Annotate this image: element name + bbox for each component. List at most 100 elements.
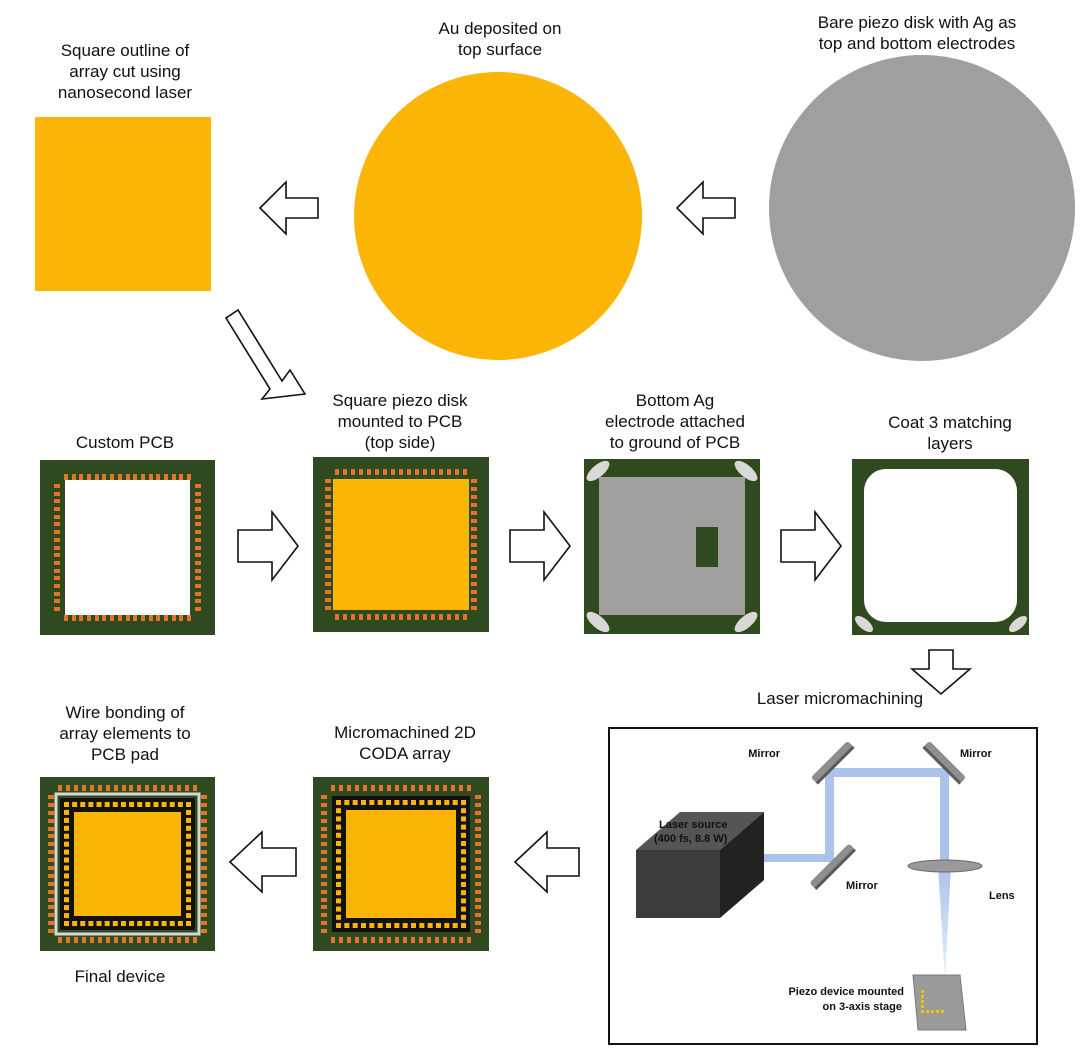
array-element <box>352 800 358 805</box>
pcb-pad <box>54 591 60 596</box>
pcb-pad <box>161 785 166 791</box>
pcb-pad <box>117 615 122 621</box>
pcb-pad <box>467 937 471 943</box>
array-element <box>336 832 341 838</box>
pcb-pad <box>431 469 435 475</box>
ground-contact-oval <box>734 611 758 633</box>
caption-laser-micromachining: Laser micromachining <box>756 689 924 708</box>
array-element <box>411 923 416 928</box>
pcb-pad <box>140 474 145 480</box>
ground-contact-oval <box>854 615 874 633</box>
pcb-pad <box>475 794 481 799</box>
pcb-pad <box>321 834 327 839</box>
pcb-pad <box>195 491 201 496</box>
pcb-pad <box>48 810 54 815</box>
array-element <box>169 921 175 926</box>
pcb-pad <box>201 881 207 886</box>
pcb-pad <box>54 522 60 527</box>
pcb-pad <box>201 913 207 918</box>
array-element <box>186 809 191 815</box>
laser-setup-panel: Mirror Mirror Mirror Lens Laser source (… <box>608 727 1038 1045</box>
hollow-arrow-icon <box>237 509 300 583</box>
pcb-pad <box>471 590 477 595</box>
pcb-pad <box>383 469 387 475</box>
array-element <box>186 841 191 847</box>
pcb-pad <box>459 937 463 943</box>
pcb-pad <box>201 850 207 855</box>
array-element <box>186 897 191 903</box>
pcb-pad <box>387 785 391 791</box>
pcb-pad <box>321 826 327 831</box>
hollow-arrow-icon <box>675 180 736 236</box>
mirror-label-top-left: Mirror <box>748 748 781 760</box>
array-element <box>145 802 151 807</box>
pcb-pad <box>471 574 477 579</box>
pcb-pad <box>54 576 60 581</box>
array-element <box>377 923 383 928</box>
pcb-pad <box>343 614 347 620</box>
caption-final-device: Final device <box>74 967 166 986</box>
array-element <box>369 800 375 805</box>
sample-element <box>921 1010 924 1013</box>
pcb-pad <box>110 474 115 480</box>
stage-label-1: Piezo device mounted <box>788 986 904 998</box>
array-element <box>461 849 466 855</box>
array-element <box>177 921 183 926</box>
array-element <box>386 800 391 805</box>
array-element <box>137 921 143 926</box>
pcb-pad <box>57 785 62 791</box>
pcb-pad <box>105 785 110 791</box>
hollow-arrow-icon <box>909 649 973 696</box>
pcb-pad <box>177 785 182 791</box>
pcb-pad <box>156 615 161 621</box>
pcb-pad <box>443 785 447 791</box>
array-element <box>186 905 191 911</box>
pcb-pad <box>475 842 481 847</box>
array-element <box>186 913 191 919</box>
array-element <box>64 865 69 871</box>
pcb-pad <box>325 598 331 603</box>
array-element <box>461 816 466 822</box>
pcb-pad <box>185 937 190 943</box>
pcb-pad <box>54 491 60 496</box>
pcb-pad <box>201 834 207 839</box>
array-element <box>377 800 383 805</box>
pcb-pad <box>201 810 207 815</box>
array-element <box>336 849 341 855</box>
pcb-pad <box>431 614 435 620</box>
pcb-pad <box>195 607 201 612</box>
pcb-pad <box>325 606 331 611</box>
pcb-custom <box>40 460 215 635</box>
array-element <box>137 802 143 807</box>
pcb-pad <box>193 785 198 791</box>
array-element <box>361 800 366 805</box>
pcb-pad <box>125 615 130 621</box>
pcb-pad <box>471 486 477 491</box>
array-element <box>186 825 191 831</box>
pcb-pad <box>105 937 110 943</box>
array-element <box>344 923 350 928</box>
array-element <box>336 808 341 814</box>
pcb-pad <box>57 937 62 943</box>
pcb-pad <box>455 469 459 475</box>
pcb-pad <box>161 937 166 943</box>
pcb-pad <box>475 881 481 886</box>
pcb-pad <box>195 499 201 504</box>
array-element <box>344 800 350 805</box>
lens-label: Lens <box>989 890 1015 902</box>
array-element <box>64 841 69 847</box>
pcb-pad <box>185 785 190 791</box>
sample-element <box>921 1005 924 1008</box>
pcb-pad <box>347 785 351 791</box>
pcb-pad <box>471 502 477 507</box>
sample-element <box>931 1010 934 1013</box>
pcb-pad <box>164 474 169 480</box>
array-element <box>72 802 78 807</box>
pcb-pad <box>156 474 161 480</box>
sample-element <box>926 1010 929 1013</box>
pcb-pad <box>48 873 54 878</box>
pcb-pad <box>81 785 86 791</box>
laser-source-icon <box>636 812 764 918</box>
pcb-pad <box>339 785 343 791</box>
pcb-pad <box>471 478 477 483</box>
